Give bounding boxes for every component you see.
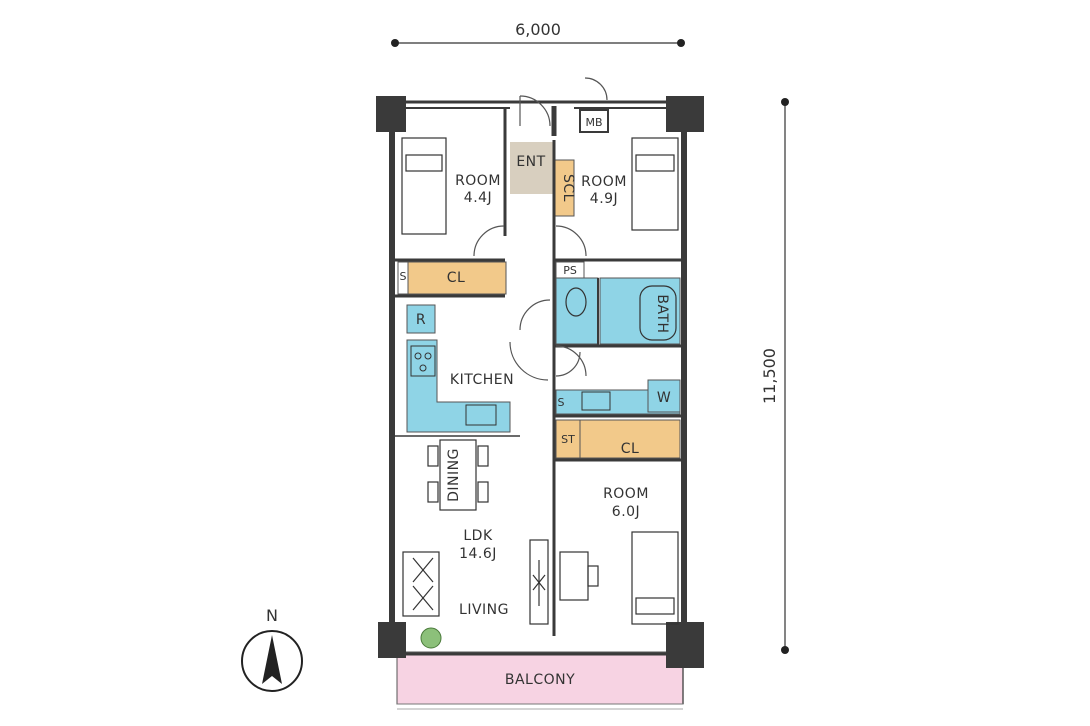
closet-bottom	[579, 419, 681, 459]
north-label: N	[266, 606, 278, 625]
ldk-name: LDK	[463, 528, 493, 544]
bed-nw	[401, 137, 447, 235]
storage-small-label: S	[558, 396, 565, 409]
walls	[389, 100, 687, 656]
bed-se	[631, 531, 679, 625]
room-se-size: 6.0J	[612, 504, 640, 520]
room-ne-name: ROOM	[581, 174, 627, 190]
storage-st	[555, 419, 581, 459]
wash-basin	[581, 391, 611, 411]
closet-top-label: CL	[447, 270, 466, 286]
room-se-name: ROOM	[603, 486, 649, 502]
meter-box-label: MB	[585, 116, 602, 129]
meter-box	[579, 109, 609, 133]
toilet	[565, 287, 587, 317]
room-ne-size: 4.9J	[590, 191, 618, 207]
stove	[410, 345, 436, 377]
closet-top	[407, 261, 507, 295]
bath-tub	[639, 285, 677, 341]
balcony-label: BALCONY	[505, 672, 575, 688]
width-dimension-label: 6,000	[515, 20, 561, 39]
width-dimension: 6,000	[391, 20, 685, 47]
storage-st-label: ST	[561, 433, 575, 446]
refrigerator	[406, 304, 436, 334]
washer-label: W	[657, 390, 671, 406]
kitchen-sink	[465, 404, 497, 426]
tv-stand	[529, 539, 549, 625]
entrance-floor	[510, 142, 554, 194]
storage-top-label: S	[400, 270, 407, 283]
columns	[376, 96, 704, 668]
storage-top	[397, 261, 409, 295]
bed-ne	[631, 137, 679, 231]
closet-bottom-label: CL	[621, 441, 640, 457]
desk	[559, 551, 599, 601]
room-nw-name: ROOM	[455, 173, 501, 189]
pipe-space-label: PS	[563, 264, 577, 277]
depth-dimension: 11,500	[760, 98, 789, 654]
north-arrow: N	[241, 606, 303, 692]
refrigerator-label: R	[416, 312, 426, 328]
pipe-space	[555, 261, 585, 279]
bath-label: BATH	[654, 294, 670, 333]
dining-label: DINING	[446, 448, 462, 502]
plant	[420, 627, 442, 649]
kitchen-counter	[406, 339, 511, 433]
balcony: BALCONY	[396, 640, 684, 710]
doors	[473, 77, 608, 381]
kitchen-label: KITCHEN	[450, 372, 514, 388]
room-nw-size: 4.4J	[464, 190, 492, 206]
entrance-label: ENT	[516, 154, 545, 170]
shoe-closet-label: SCL	[560, 174, 576, 202]
depth-dimension-label: 11,500	[760, 348, 779, 404]
living-label: LIVING	[459, 602, 509, 618]
sofa	[402, 551, 440, 617]
ldk-size: 14.6J	[459, 546, 497, 562]
dining-table	[427, 439, 489, 511]
washer-pan	[647, 379, 681, 413]
